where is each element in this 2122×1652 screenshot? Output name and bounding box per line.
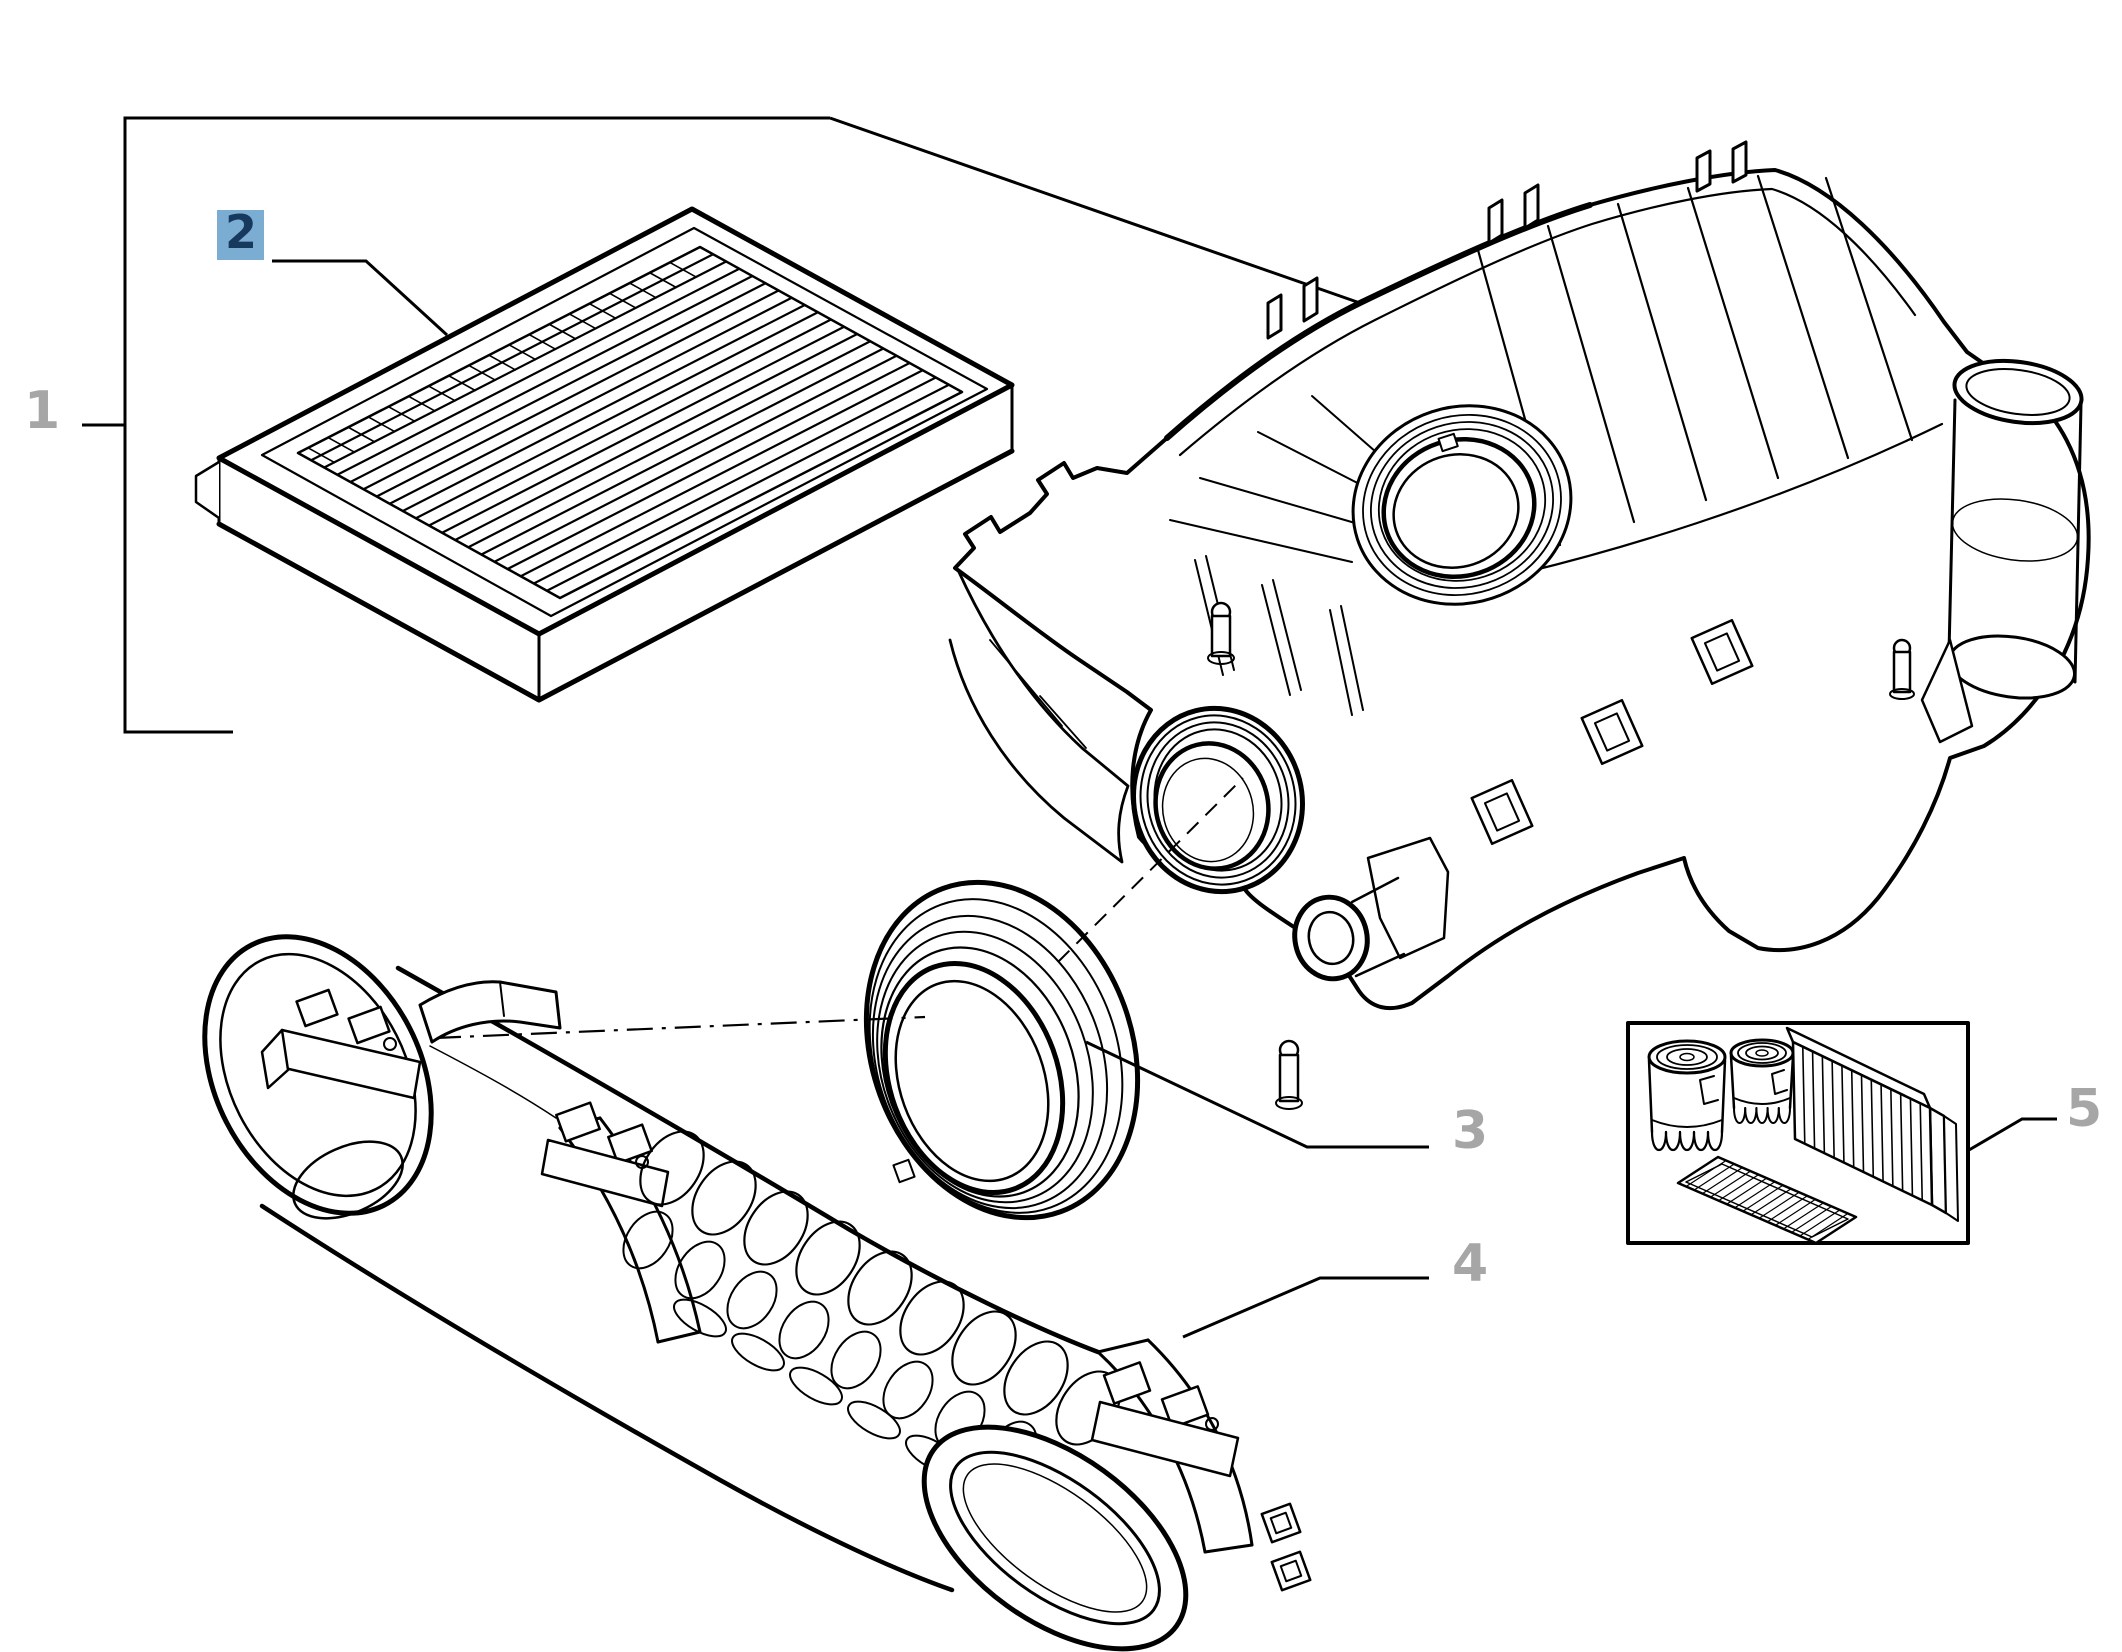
part3-bellows-hose [863, 879, 1141, 1221]
axis-dashed-bellows-to-port [1057, 777, 1244, 963]
callout-4-label[interactable]: 4 [1452, 1234, 1488, 1294]
housing-top-opening [1351, 404, 1573, 606]
callout-4-leader [1182, 1276, 1429, 1339]
housing-mounting-pins [1207, 601, 1915, 1110]
housing-resonator-cylinder [1920, 358, 2084, 744]
part2-air-filter-element [194, 206, 1015, 703]
callout-2-label: 2 [225, 205, 257, 259]
callout-3-label[interactable]: 3 [1452, 1101, 1488, 1161]
callout-1-leader [829, 116, 1361, 305]
bellows-key-notch [892, 1158, 916, 1184]
callout-1-label[interactable]: 1 [24, 381, 60, 441]
callout-2-leader [272, 259, 449, 337]
axis-dashdot-duct-to-bellows [434, 1015, 926, 1040]
part5-service-kit [1626, 1021, 1970, 1245]
housing-latch-plates [1470, 618, 1754, 846]
duct-bell-mouth [921, 1424, 1189, 1652]
housing-creases [1169, 395, 1393, 716]
callout-5-label[interactable]: 5 [2066, 1079, 2102, 1139]
duct-inlet-strap [260, 980, 562, 1100]
part4-intake-duct [202, 934, 1312, 1652]
kit-cabin-filter [1676, 1155, 1858, 1245]
callout-2-highlight-box [217, 210, 264, 260]
housing-outlet-tube [1292, 836, 1450, 982]
kit-oil-filter-small [1729, 1038, 1795, 1124]
filter-pleats [310, 253, 950, 592]
duct-kidney-slot [292, 1140, 404, 1220]
kit-oil-filter-large [1647, 1039, 1727, 1152]
housing-rim-tabs [1266, 140, 1748, 340]
duct-middle-clamp [540, 1101, 702, 1344]
callout-5-leader [1968, 1117, 2057, 1152]
callout-3-leader [1085, 1040, 1429, 1149]
housing-base-ribs [989, 639, 1087, 749]
kit-air-filter-panel [1785, 1026, 1959, 1222]
duct-end-clamp [1090, 1338, 1312, 1592]
callout-2[interactable]: 2 [217, 205, 264, 260]
filter-pleat-fold-ticks [307, 261, 698, 464]
part1-air-cleaner-housing [948, 140, 2091, 1110]
callout-1-bracket [82, 116, 1361, 734]
